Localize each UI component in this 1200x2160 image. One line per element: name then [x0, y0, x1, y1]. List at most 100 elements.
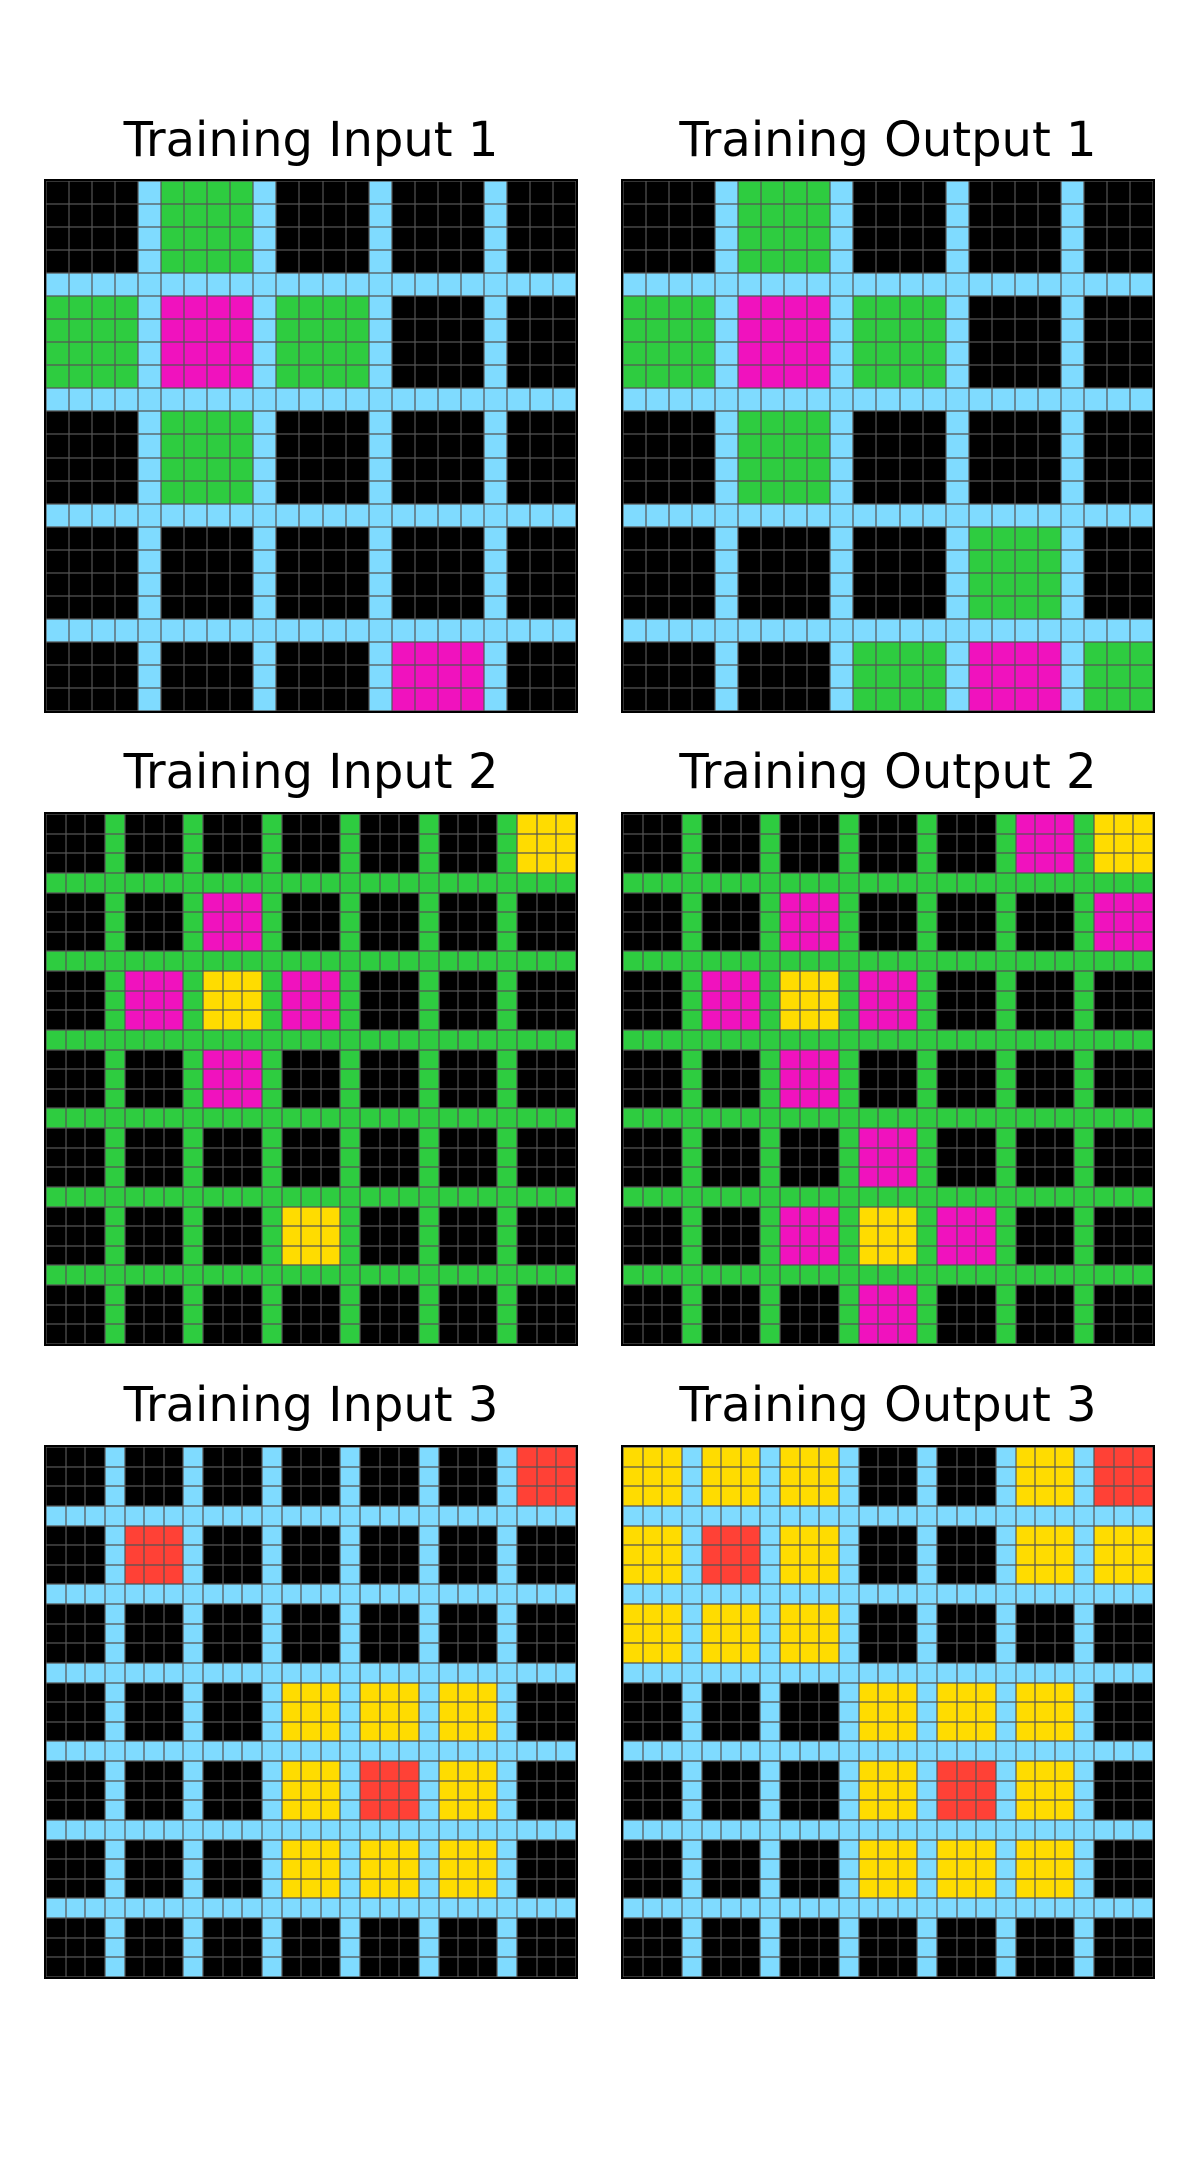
grid-cell: [1054, 1721, 1075, 1742]
grid-cell: [320, 1918, 341, 1938]
grid-cell: [115, 618, 139, 642]
grid-cell: [124, 833, 145, 854]
grid-cell: [1054, 1029, 1075, 1050]
grid-cell: [662, 1167, 682, 1187]
grid-cell: [1133, 971, 1153, 991]
grid-cell: [1074, 1545, 1095, 1565]
grid-cell: [799, 1780, 820, 1801]
grid-cell: [819, 1265, 839, 1286]
grid-cell: [399, 1285, 419, 1305]
grid-cell: [623, 411, 647, 435]
grid-cell: [1035, 1957, 1055, 1977]
grid-cell: [517, 1486, 537, 1506]
grid-cell: [897, 1466, 918, 1487]
grid-cell: [104, 1564, 125, 1585]
grid-cell: [623, 227, 647, 251]
grid-cell: [556, 1147, 576, 1168]
grid-cell: [1133, 1525, 1153, 1546]
grid-cell: [414, 595, 438, 619]
grid-cell: [1083, 434, 1107, 458]
grid-cell: [917, 1324, 938, 1344]
grid-cell: [391, 250, 415, 274]
grid-cell: [144, 1741, 164, 1762]
grid-cell: [46, 181, 70, 205]
grid-cell: [483, 204, 507, 228]
grid-cell: [184, 388, 208, 412]
grid-cell: [721, 1285, 741, 1305]
grid-cell: [838, 1324, 859, 1344]
grid-cell: [1106, 365, 1130, 389]
grid-cell: [301, 814, 321, 834]
grid-cell: [477, 1780, 498, 1801]
grid-cell: [838, 1147, 859, 1168]
grid-cell: [740, 1702, 761, 1722]
grid-cell: [1113, 1447, 1134, 1467]
grid-cell: [418, 931, 439, 952]
grid-cell: [937, 1147, 957, 1168]
grid-cell: [623, 1304, 643, 1325]
grid-cell: [807, 687, 831, 711]
grid-cell: [368, 296, 392, 320]
grid-cell: [536, 912, 557, 932]
grid-cell: [438, 892, 459, 913]
grid-cell: [1133, 1937, 1153, 1958]
grid-cell: [642, 1662, 663, 1683]
grid-cell: [536, 1304, 557, 1325]
grid-cell: [536, 1780, 557, 1801]
grid-cell: [662, 1049, 682, 1070]
grid-cell: [937, 1878, 957, 1899]
grid-cell: [1035, 1564, 1055, 1585]
grid-cell: [360, 1957, 380, 1977]
grid-cell: [1094, 971, 1114, 991]
grid-cell: [819, 892, 839, 913]
grid-cell: [721, 1800, 741, 1820]
grid-cell: [379, 814, 400, 834]
grid-cell: [1113, 1859, 1134, 1879]
grid-cell: [261, 1206, 282, 1227]
grid-cell: [780, 1662, 800, 1683]
grid-cell: [976, 1859, 996, 1879]
grid-cell: [46, 1780, 66, 1801]
grid-cell: [780, 1918, 800, 1938]
grid-cell: [780, 1584, 800, 1605]
grid-cell: [1015, 1662, 1036, 1683]
grid-cell: [301, 1662, 321, 1683]
grid-cell: [721, 1859, 741, 1879]
grid-cell: [536, 814, 557, 834]
grid-cell: [276, 411, 300, 435]
grid-cell: [104, 912, 125, 932]
grid-cell: [92, 503, 116, 527]
grid-cell: [163, 1245, 184, 1266]
grid-cell: [799, 1186, 820, 1207]
grid-cell: [681, 1839, 702, 1860]
grid-cell: [360, 1937, 380, 1958]
grid-cell: [104, 1662, 125, 1683]
grid-cell: [937, 1623, 957, 1644]
grid-cell: [163, 1128, 184, 1148]
grid-cell: [183, 1604, 204, 1624]
grid-cell: [1094, 814, 1114, 834]
grid-cell: [642, 1486, 663, 1506]
grid-cell: [1133, 1819, 1153, 1840]
grid-cell: [922, 549, 946, 573]
grid-cell: [85, 814, 105, 834]
grid-cell: [1129, 434, 1153, 458]
grid-cell: [669, 572, 693, 596]
grid-cell: [497, 1937, 518, 1958]
pair-2-output-title: Training Output 2: [679, 744, 1097, 800]
grid-cell: [1035, 1147, 1055, 1168]
grid-cell: [681, 1069, 702, 1089]
grid-cell: [780, 1226, 800, 1246]
grid-cell: [1054, 990, 1075, 1011]
grid-cell: [740, 1304, 761, 1325]
grid-cell: [876, 342, 900, 366]
grid-cell: [917, 951, 938, 972]
grid-cell: [379, 1186, 400, 1207]
grid-cell: [46, 1957, 66, 1977]
grid-cell: [623, 1447, 643, 1467]
grid-cell: [878, 1226, 898, 1246]
grid-cell: [976, 1447, 996, 1467]
grid-cell: [556, 990, 576, 1011]
grid-cell: [1054, 1069, 1075, 1089]
